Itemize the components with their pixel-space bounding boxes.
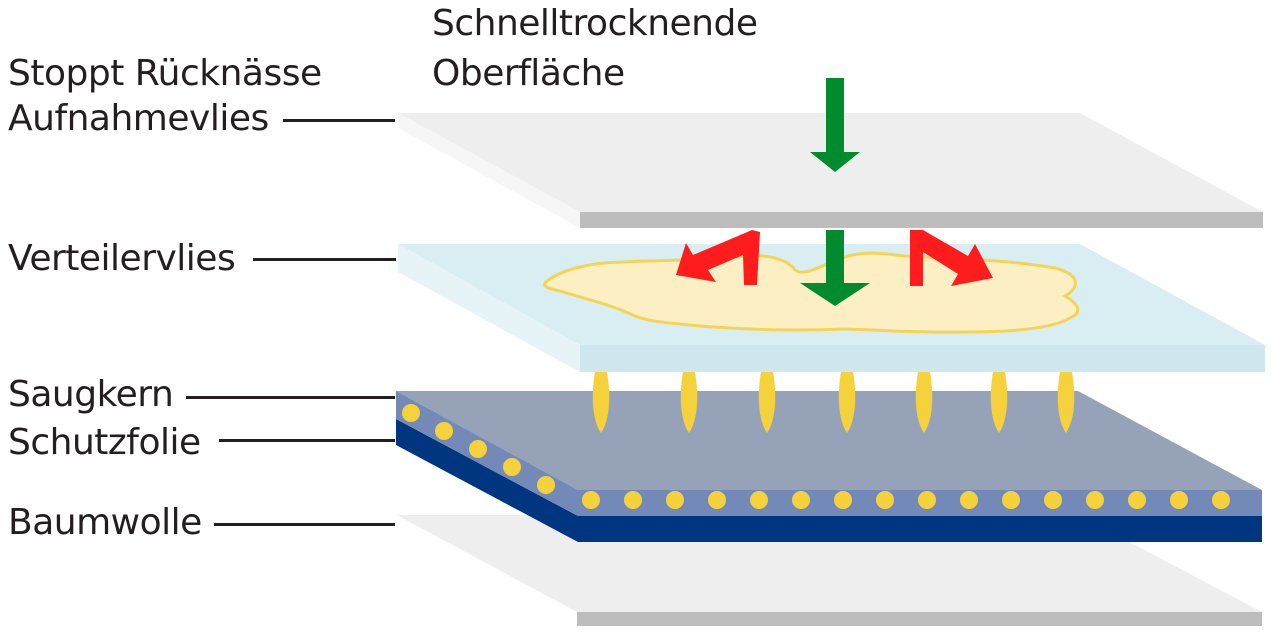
granule-dot	[708, 491, 726, 509]
arrow-down-icon	[800, 230, 870, 306]
liquid-drops	[592, 372, 1075, 433]
granule-dot	[435, 422, 453, 440]
backsheet-label: Schutzfolie	[8, 422, 201, 463]
granule-dot	[402, 404, 420, 422]
top-surface-label-line1: Schnelltrocknende	[432, 3, 758, 44]
core-layer	[396, 391, 1262, 542]
granule-dot	[1044, 491, 1062, 509]
acquisition-label: Aufnahmevlies	[8, 98, 269, 139]
granule-dot	[537, 476, 555, 494]
acquisition-layer-side	[398, 113, 580, 228]
granule-dot	[750, 491, 768, 509]
distribution-label: Verteilervlies	[8, 238, 236, 279]
granule-dot	[666, 491, 684, 509]
granule-dot	[1086, 491, 1104, 509]
granule-dot	[1128, 491, 1146, 509]
arrow-left-up-icon	[676, 230, 760, 285]
granule-dot	[503, 458, 521, 476]
distribution-layer-side	[398, 244, 580, 372]
core-top	[396, 391, 1262, 490]
liquid-drop	[680, 372, 698, 433]
acquisition-leader-line	[283, 119, 395, 122]
granule-dot	[1170, 491, 1188, 509]
granule-dot	[918, 491, 936, 509]
backsheet-leader-line	[219, 439, 395, 442]
granule-dot	[960, 491, 978, 509]
liquid-drop	[838, 372, 856, 433]
liquid-drop	[915, 372, 933, 433]
granule-dot	[582, 491, 600, 509]
granule-dot	[1002, 491, 1020, 509]
liquid-drop	[592, 372, 610, 433]
core-granules	[402, 404, 1230, 509]
granule-dot	[876, 491, 894, 509]
cotton-layer-edge	[577, 612, 1262, 626]
distribution-leader-line	[253, 258, 396, 261]
cotton-label: Baumwolle	[8, 502, 202, 543]
core-leader-line	[186, 396, 395, 399]
granule-dot	[1212, 491, 1230, 509]
core-side	[396, 391, 578, 516]
liquid-drop	[990, 372, 1008, 433]
granule-dot	[834, 491, 852, 509]
granule-dot	[624, 491, 642, 509]
backsheet-side	[396, 419, 578, 542]
acquisition-layer	[398, 78, 1263, 228]
granule-dot	[792, 491, 810, 509]
arrow-right-down-icon	[910, 230, 993, 286]
distribution-layer	[398, 230, 1265, 372]
core-label: Saugkern	[8, 374, 174, 415]
arrow-down-icon	[810, 78, 860, 172]
granule-dot	[469, 440, 487, 458]
cotton-leader-line	[214, 523, 395, 526]
distribution-layer-edge	[580, 345, 1265, 372]
stop-wetness-label: Stoppt Rücknässe	[8, 53, 322, 94]
top-surface-label-line2: Oberfläche	[432, 53, 625, 94]
backsheet-edge	[578, 516, 1262, 542]
liquid-drop	[758, 372, 776, 433]
acquisition-layer-edge	[580, 212, 1263, 228]
liquid-drop	[1057, 372, 1075, 433]
